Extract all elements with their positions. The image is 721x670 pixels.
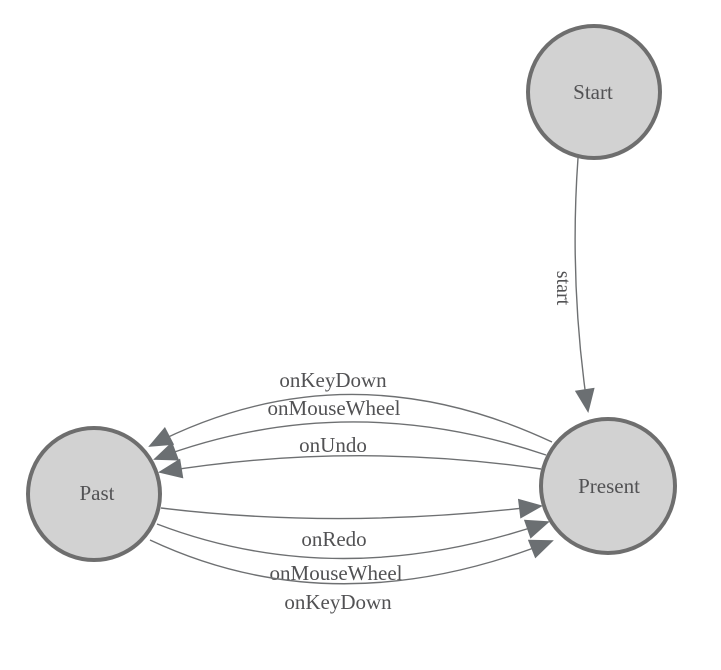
node-start-label: Start <box>573 80 613 104</box>
edge-present-to-past-onmousewheel: onMouseWheel <box>153 396 547 461</box>
node-start-circle <box>526 24 662 160</box>
edge-past-to-present-onredo-line <box>160 498 543 520</box>
edge-past-to-present-onredo: onRedo <box>160 498 543 551</box>
edge-label-onmousewheel-bottom: onMouseWheel <box>270 561 403 585</box>
node-present: Present <box>539 417 677 555</box>
edge-past-to-present-onmousewheel-line <box>156 519 550 560</box>
edge-label-onredo: onRedo <box>301 527 366 551</box>
edge-label-onkeydown-bottom: onKeyDown <box>284 590 392 614</box>
node-present-circle <box>539 417 677 555</box>
edge-label-onundo: onUndo <box>299 433 367 457</box>
node-start: Start <box>526 24 662 160</box>
edge-present-to-past-onmousewheel-line <box>153 421 547 461</box>
edge-past-to-present-onkeydown: onKeyDown <box>149 539 554 614</box>
node-present-label: Present <box>578 474 640 498</box>
edge-start-to-present-line <box>574 157 595 413</box>
edge-present-to-past-onundo-line <box>158 455 542 479</box>
edge-present-to-past-onundo: onUndo <box>158 433 542 479</box>
node-past: Past <box>26 426 162 562</box>
edge-present-to-past-onkeydown-line <box>148 393 553 447</box>
edge-start-to-present: start <box>552 157 595 413</box>
edge-past-to-present-onkeydown-line <box>149 539 554 585</box>
edge-label-start: start <box>552 271 574 306</box>
node-past-label: Past <box>79 481 114 505</box>
edge-label-onmousewheel-top: onMouseWheel <box>268 396 401 420</box>
edge-label-onkeydown-top: onKeyDown <box>279 368 387 392</box>
edge-present-to-past-onkeydown: onKeyDown <box>148 368 553 447</box>
node-past-circle <box>26 426 162 562</box>
